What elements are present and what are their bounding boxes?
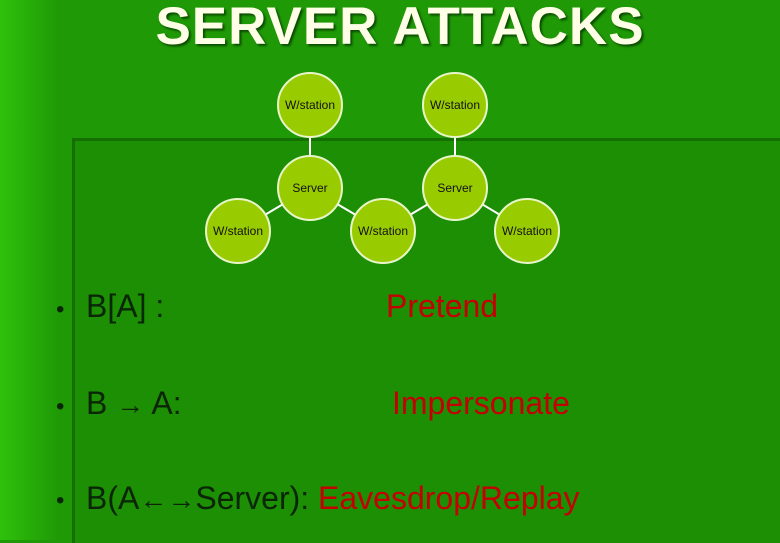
workstation-node: W/station bbox=[422, 72, 488, 138]
item-3-label: B(A←→Server): Eavesdrop/Replay bbox=[86, 480, 580, 517]
node-label: W/station bbox=[285, 98, 335, 112]
node-circle bbox=[277, 155, 343, 221]
node-label: W/station bbox=[358, 224, 408, 238]
bullet-icon: • bbox=[56, 296, 65, 323]
item-2-suffix: A: bbox=[151, 385, 182, 421]
node-circle bbox=[277, 72, 343, 138]
workstation-node: W/station bbox=[277, 72, 343, 138]
workstation-node: W/station bbox=[494, 198, 560, 264]
node-circle bbox=[494, 198, 560, 264]
arrow-right-icon: → bbox=[116, 389, 145, 420]
arrow-right-icon: → bbox=[167, 484, 196, 515]
item-3-term: Eavesdrop/Replay bbox=[318, 480, 580, 516]
item-2-label: B → A: bbox=[86, 385, 182, 422]
workstation-node: W/station bbox=[205, 198, 271, 264]
node-label: Server bbox=[437, 181, 472, 195]
item-1-term: Pretend bbox=[386, 288, 499, 324]
node-label: W/station bbox=[502, 224, 552, 238]
node-label: W/station bbox=[213, 224, 263, 238]
node-circle bbox=[205, 198, 271, 264]
item-2-prefix: B bbox=[86, 385, 108, 421]
node-label: Server bbox=[292, 181, 327, 195]
slide-title: SERVER ATTACKS bbox=[155, 0, 645, 56]
item-3-suffix: Server): bbox=[195, 480, 310, 516]
node-circle bbox=[350, 198, 416, 264]
server-node: Server bbox=[277, 155, 343, 221]
left-accent-band bbox=[0, 0, 58, 540]
node-circle bbox=[422, 155, 488, 221]
node-circle bbox=[422, 72, 488, 138]
node-label: W/station bbox=[430, 98, 480, 112]
item-1-label: B[A] : bbox=[86, 288, 165, 324]
bullet-icon: • bbox=[56, 487, 65, 514]
item-2-term: Impersonate bbox=[392, 385, 570, 421]
bullet-icon: • bbox=[56, 393, 65, 420]
item-3-prefix: B(A bbox=[86, 480, 140, 516]
server-node: Server bbox=[422, 155, 488, 221]
workstation-node: W/station bbox=[350, 198, 416, 264]
arrow-left-icon: ← bbox=[139, 484, 168, 515]
